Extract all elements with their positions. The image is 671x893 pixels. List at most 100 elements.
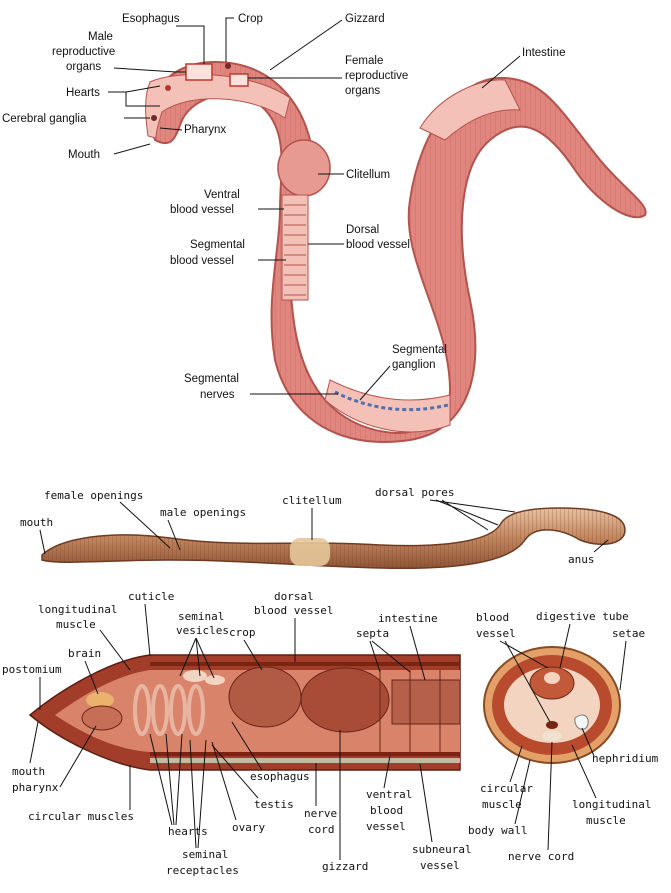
ext-label-male-openings: male openings [160, 506, 246, 519]
label-intestine: Intestine [522, 47, 565, 59]
worm-segments-overlay [150, 62, 646, 442]
crop-dot [225, 63, 231, 69]
label-female-reproductive-1: Female [345, 55, 383, 67]
section-pharynx [81, 705, 123, 731]
cs-label-body-wall: body wall [468, 824, 528, 837]
cs-label-circular-muscle-2: muscle [482, 798, 522, 811]
ls-label-seminal-receptacles-1: seminal [182, 848, 228, 861]
cs-label-blood-vessel-2: vessel [476, 627, 516, 640]
cs-label-circular-muscle-1: circular [480, 782, 533, 795]
section-nerve-cord [150, 758, 460, 763]
ls-label-nerve-cord-2: cord [308, 823, 335, 836]
ls-label-ventral-blood-vessel-2: blood [370, 804, 403, 817]
label-clitellum: Clitellum [346, 169, 390, 181]
ls-label-gizzard: gizzard [322, 860, 368, 873]
section-dorsal-vessel [150, 662, 460, 666]
label-female-reproductive-2: reproductive [345, 70, 408, 82]
label-mouth: Mouth [68, 149, 100, 161]
nerve-cutaway [324, 379, 451, 433]
label-segmental-ganglion-2: ganglion [392, 359, 435, 371]
section-crop [228, 666, 302, 728]
ls-label-longitudinal-muscle-2: muscle [56, 618, 96, 631]
ls-label-postomium: postomium [2, 663, 62, 676]
ls-label-intestine: intestine [378, 612, 438, 625]
ls-label-subneural-vessel-2: vessel [420, 859, 460, 872]
intestine-cutaway [419, 79, 521, 141]
label-pharynx: Pharynx [184, 124, 226, 136]
cs-ventral-vessel [546, 721, 558, 729]
ls-label-dorsal-blood-vessel-2: blood vessel [254, 604, 333, 617]
label-esophagus: Esophagus [122, 13, 180, 25]
ls-label-septa: septa [356, 627, 389, 640]
ls-label-crop: crop [229, 626, 256, 639]
label-ventral-blood-vessel-2: blood vessel [170, 204, 234, 216]
ext-label-anus: anus [568, 553, 595, 566]
label-segmental-ganglion-1: Segmental [392, 344, 447, 356]
cs-typhlosole [544, 672, 560, 684]
blood-vessel-cutaway [281, 194, 309, 301]
ls-label-seminal-vesicles-1: seminal [178, 610, 224, 623]
ls-label-longitudinal-muscle-1: longitudinal [38, 603, 117, 616]
ganglia-dot [151, 115, 157, 121]
cs-nerve-cord [542, 731, 562, 741]
section-hearts [133, 684, 205, 736]
female-reproductive-box [229, 73, 249, 87]
label-hearts: Hearts [66, 87, 100, 99]
label-segmental-nerves-2: nerves [200, 389, 235, 401]
section-intestine [391, 679, 461, 725]
label-male-reproductive-1: Male [88, 31, 113, 43]
esophagus-box [185, 63, 213, 81]
ls-label-ventral-blood-vessel-1: ventral [366, 788, 412, 801]
cs-label-digestive-tube: digestive tube [536, 610, 629, 623]
ls-label-pharynx: pharynx [12, 781, 59, 794]
ls-label-nerve-cord-1: nerve [304, 807, 337, 820]
ls-label-testis: testis [254, 798, 294, 811]
ls-label-seminal-vesicles-2: vesicles [176, 624, 229, 637]
external-clitellum [290, 538, 330, 566]
label-dorsal-blood-vessel-1: Dorsal [346, 224, 379, 236]
ls-label-subneural-vessel-1: subneural [412, 843, 472, 856]
label-segmental-nerves-1: Segmental [184, 373, 239, 385]
label-segmental-blood-vessel-1: Segmental [190, 239, 245, 251]
ventral-nerve-chain [334, 390, 449, 412]
ls-label-ventral-blood-vessel-3: vessel [366, 820, 406, 833]
ls-label-brain: brain [68, 647, 101, 660]
section-gizzard [300, 667, 390, 733]
cs-label-setae: setae [612, 627, 645, 640]
label-female-reproductive-3: organs [345, 85, 380, 97]
cs-label-longitudinal-muscle-1: longitudinal [572, 798, 651, 811]
longitudinal-labels: longitudinal muscle cuticle seminal vesi… [2, 590, 472, 877]
hearts-dot [165, 85, 171, 91]
label-crop: Crop [238, 13, 263, 25]
cs-nephridium [574, 714, 589, 730]
ls-label-mouth: mouth [12, 765, 45, 778]
section-seminal-vesicle-2 [205, 675, 225, 685]
cs-label-blood-vessel-1: blood [476, 611, 509, 624]
cs-label-nerve-cord: nerve cord [508, 850, 574, 863]
ext-label-female-openings: female openings [44, 489, 143, 502]
ext-label-mouth: mouth [20, 516, 53, 529]
internal-worm-illustration [145, 60, 647, 443]
ls-label-ovary: ovary [232, 821, 265, 834]
cut-away-front [145, 73, 291, 139]
ext-label-clitellum: clitellum [282, 494, 342, 507]
label-gizzard: Gizzard [345, 13, 385, 25]
label-segmental-blood-vessel-2: blood vessel [170, 255, 234, 267]
ls-label-hearts: hearts [168, 825, 208, 838]
label-ventral-blood-vessel-1: Ventral [204, 189, 240, 201]
cs-label-longitudinal-muscle-2: muscle [586, 814, 626, 827]
longitudinal-section-illustration [28, 654, 461, 771]
clitellum-band [277, 139, 331, 197]
section-ventral-vessel [150, 752, 460, 756]
label-male-reproductive-3: organs [66, 61, 101, 73]
ls-label-circular-muscles: circular muscles [28, 810, 134, 823]
section-septa [379, 670, 441, 752]
external-worm-rings [42, 508, 625, 569]
cross-section-labels: blood vessel digestive tube setae nephri… [468, 610, 659, 863]
ls-label-cuticle: cuticle [128, 590, 174, 603]
external-labels: female openings male openings clitellum … [20, 486, 609, 566]
section-brain [86, 692, 114, 708]
label-cerebral-ganglia: Cerebral ganglia [2, 113, 87, 125]
ls-label-esophagus: esophagus [250, 770, 310, 783]
